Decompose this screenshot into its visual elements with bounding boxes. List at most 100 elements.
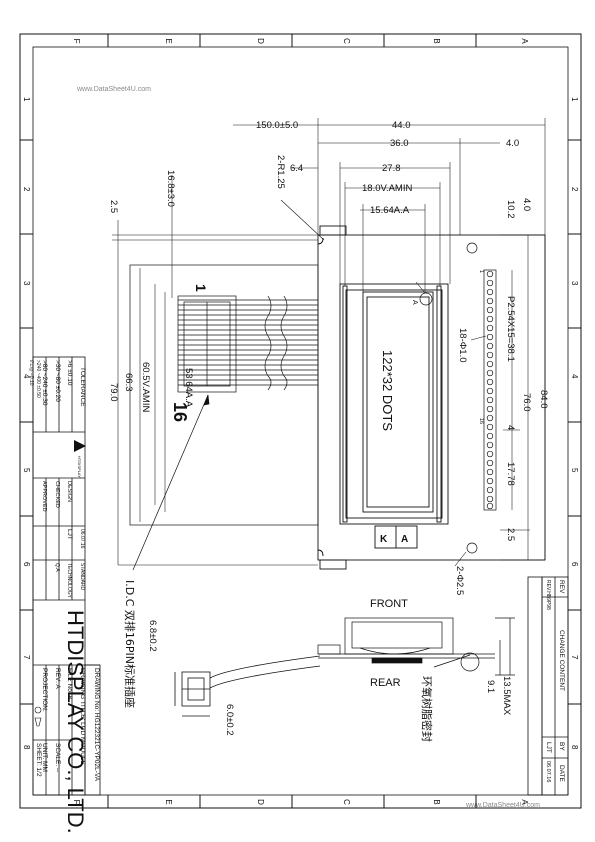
pin1-label: 1 bbox=[193, 284, 209, 292]
dim-4: 4 bbox=[505, 425, 516, 430]
by-row: LJT bbox=[545, 742, 552, 753]
dots-label: 122*32 DOTS bbox=[380, 350, 395, 431]
logo-text: HTDISPLAY bbox=[77, 456, 82, 478]
dim-thickness-max: 13.5MAX bbox=[501, 676, 512, 716]
file-no: FILE No: 8 bbox=[66, 668, 73, 699]
pin1-small-label: 1 bbox=[478, 270, 484, 273]
watermark-bottom: www.DataSheet4U.com bbox=[465, 802, 540, 809]
dim-2-5-right: 2.5 bbox=[505, 528, 516, 541]
dim-connector-h: 6.8±0.2 bbox=[147, 620, 158, 652]
zone-number: 6 bbox=[570, 562, 579, 567]
dim-active-area-w: 15.64A.A bbox=[370, 205, 410, 216]
rev-row: REV.HB9P98 bbox=[545, 580, 551, 610]
dim-pitch: P2.54X15=38.1 bbox=[505, 296, 516, 362]
dim-view-area-w: 18.0V.AMIN bbox=[362, 183, 412, 194]
zone-letter: D bbox=[256, 799, 265, 805]
dim-10-2: 10.2 bbox=[505, 200, 516, 219]
rev-header: REV bbox=[558, 580, 565, 594]
zone-letter: C bbox=[342, 799, 351, 805]
zone-letter: B bbox=[432, 799, 441, 804]
dim-6-4: 6.4 bbox=[290, 163, 303, 174]
zone-number: 8 bbox=[22, 745, 31, 750]
signoff-design: DESIGN bbox=[66, 481, 72, 502]
dim-view-area-h: 60.5V.AMIN bbox=[140, 362, 151, 412]
rear-label: REAR bbox=[370, 677, 401, 689]
dim-right-4: 4.0 bbox=[506, 138, 519, 149]
unit-value: UNIT: MM bbox=[41, 743, 48, 772]
signoff-standard: STANDARD bbox=[79, 563, 85, 591]
drawing-title: DRAWING TITLE: LCD MODULE bbox=[79, 668, 86, 765]
dim-4-0-top: 4.0 bbox=[521, 198, 532, 211]
projection-symbol-icon bbox=[34, 706, 42, 727]
dim-connector-w: 6.0±0.2 bbox=[224, 704, 235, 736]
signoff-approved: APPROVED bbox=[41, 481, 47, 512]
side-view bbox=[317, 617, 515, 676]
signoff-checked: CHECKED bbox=[54, 481, 60, 508]
zone-number: 3 bbox=[22, 281, 31, 286]
zone-number: 3 bbox=[570, 281, 579, 286]
zone-number: 4 bbox=[570, 374, 579, 379]
module-outline bbox=[317, 225, 546, 570]
zone-letter: A bbox=[520, 799, 529, 805]
company-name: HTDISPLAY CO., LTD. bbox=[63, 610, 88, 834]
sheet-value: SHEET: 1/2 bbox=[35, 743, 42, 777]
zone-number: 5 bbox=[22, 468, 31, 473]
pin-header bbox=[419, 242, 497, 554]
pin16-small-label: 16 bbox=[478, 418, 484, 424]
zone-number: 1 bbox=[570, 97, 579, 102]
a-label: A bbox=[401, 534, 408, 545]
date-row: 06.07.16 bbox=[545, 761, 551, 782]
zone-letter: F bbox=[72, 800, 81, 805]
dim-width-44: 44.0 bbox=[392, 120, 411, 131]
dim-17-78: 17.78 bbox=[505, 462, 516, 486]
dim-width-36: 36.0 bbox=[390, 138, 409, 149]
dim-corner-radius: 2-R1.25 bbox=[275, 155, 286, 189]
signoff-technology: TECHNOLOGY bbox=[66, 563, 72, 599]
date-header: DATE bbox=[558, 765, 565, 783]
dim-thickness-9-1: 9.1 bbox=[485, 680, 496, 693]
tolerance-row: >30 ~80 ±0.20 bbox=[54, 360, 61, 402]
change-header: CHANGE CONTENT bbox=[558, 630, 565, 691]
zone-number: 2 bbox=[22, 187, 31, 192]
dim-height-76: 76.0 bbox=[521, 393, 532, 412]
dim-height-79: 79.0 bbox=[108, 383, 119, 402]
tolerance-title: TOLERANCE bbox=[79, 367, 86, 407]
watermark-top: www.DataSheet4U.com bbox=[76, 86, 151, 93]
zone-number: 7 bbox=[22, 655, 31, 660]
dim-cable-length: 150.0±5.0 bbox=[256, 120, 298, 131]
zone-number: 7 bbox=[570, 655, 579, 660]
zone-number: 1 bbox=[22, 97, 31, 102]
zone-number: 5 bbox=[570, 468, 579, 473]
zone-letter: F bbox=[72, 39, 81, 44]
zone-letter: C bbox=[342, 38, 351, 44]
connector-detail bbox=[174, 655, 321, 717]
idc-note: I.D.C 双排16PIN标准插座 bbox=[123, 580, 137, 708]
epoxy-note: 环氧树脂密封 bbox=[420, 676, 434, 742]
zone-letter: E bbox=[164, 799, 173, 804]
ribbon-cable bbox=[129, 264, 319, 526]
dim-2-5-left: 2.5 bbox=[108, 200, 119, 213]
company-logo: HTDISPLAY bbox=[74, 440, 86, 478]
dim-active-area-h: 53.64A.A bbox=[183, 368, 194, 408]
zone-letter: D bbox=[256, 38, 265, 44]
zone-number: 4 bbox=[22, 374, 31, 379]
drawing-no: DRAWING No: HG122321C-YP02L-VA bbox=[93, 668, 100, 782]
zone-number: 6 bbox=[22, 562, 31, 567]
a-note: A bbox=[411, 300, 418, 305]
dim-cable-16-8: 16.8±3.0 bbox=[165, 170, 176, 207]
scale-value: SCALE: -- bbox=[54, 743, 61, 772]
by-header: BY bbox=[558, 742, 565, 751]
dim-pin-holes: 18-Φ1.0 bbox=[457, 328, 468, 363]
note-leaders bbox=[132, 394, 471, 668]
rev-value: REV: A bbox=[54, 668, 61, 689]
tolerance-row: >240 ~400 ±0.50 bbox=[35, 360, 41, 398]
revision-block bbox=[527, 576, 569, 796]
zone-letter: A bbox=[520, 38, 529, 44]
dim-mount-holes: 2-Φ2.5 bbox=[454, 566, 465, 595]
dim-27-8: 27.8 bbox=[382, 163, 401, 174]
zone-letter: B bbox=[432, 38, 441, 43]
dim-height-66-3: 66.3 bbox=[123, 373, 134, 392]
zone-letter: E bbox=[164, 38, 173, 43]
pin16-label: 16 bbox=[170, 402, 190, 422]
projection-label: PROJECTION: bbox=[41, 668, 48, 712]
